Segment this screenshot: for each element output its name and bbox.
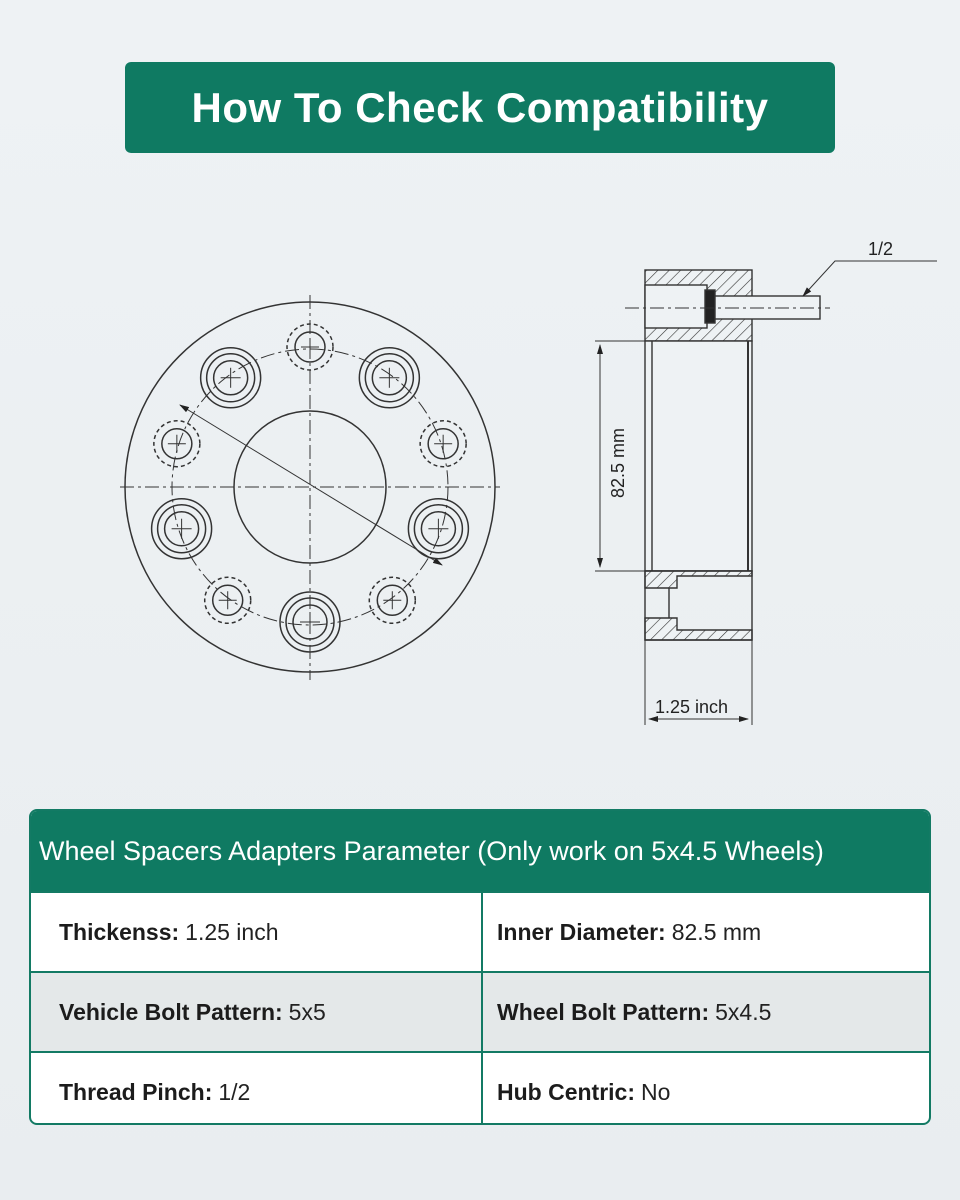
parameter-table: Wheel Spacers Adapters Parameter (Only w… xyxy=(29,809,931,1125)
param-value: 5x5 xyxy=(288,998,326,1025)
lug-hole xyxy=(161,427,193,460)
table-cell: Thickenss:1.25 inch xyxy=(31,893,481,971)
lug-hole xyxy=(376,584,409,617)
stud-hole xyxy=(156,503,207,554)
table-cell: Inner Diameter:82.5 mm xyxy=(481,893,929,971)
table-cell: Hub Centric:No xyxy=(481,1053,929,1123)
stud xyxy=(371,360,408,396)
stud-hole-outer xyxy=(407,497,470,560)
table-row: Vehicle Bolt Pattern:5x5 Wheel Bolt Patt… xyxy=(31,971,929,1051)
lug-hole-dashed xyxy=(419,419,467,468)
lug-hole-dashed xyxy=(203,576,252,625)
stud xyxy=(212,360,249,396)
stud-hole-outer xyxy=(199,347,262,409)
stud xyxy=(292,604,328,640)
stud xyxy=(163,510,200,547)
table-cell: Vehicle Bolt Pattern:5x5 xyxy=(31,973,481,1051)
param-label: Inner Diameter: xyxy=(497,918,666,945)
table-header: Wheel Spacers Adapters Parameter (Only w… xyxy=(31,811,929,891)
lug-hole-dashed xyxy=(368,576,417,625)
param-value: 1/2 xyxy=(218,1078,251,1105)
lug-hole xyxy=(427,427,459,460)
param-value: 82.5 mm xyxy=(671,918,762,945)
param-label: Wheel Bolt Pattern: xyxy=(497,998,710,1025)
lug-hole xyxy=(294,331,326,363)
param-label: Thickenss: xyxy=(59,918,180,945)
table-cell: Wheel Bolt Pattern:5x4.5 xyxy=(481,973,929,1051)
technical-drawing: 1/2 82.5 mm 1.25 inch xyxy=(120,239,937,725)
lug-hole-dashed xyxy=(153,419,201,468)
table-cell: Thread Pinch:1/2 xyxy=(31,1053,481,1123)
stud-hole-outer xyxy=(279,591,341,653)
thickness-label: 1.25 inch xyxy=(655,697,728,717)
table-row: Thread Pinch:1/2 Hub Centric:No xyxy=(31,1051,929,1123)
diameter-dimension xyxy=(179,404,443,566)
stud-hole xyxy=(285,597,335,647)
param-label: Vehicle Bolt Pattern: xyxy=(59,998,283,1025)
param-value: 5x4.5 xyxy=(715,998,772,1025)
stud-hole-outer xyxy=(358,347,421,409)
side-view xyxy=(595,260,937,725)
stud-hole-outer xyxy=(150,497,213,560)
param-value: No xyxy=(641,1078,671,1105)
page-title: How To Check Compatibility xyxy=(125,62,835,153)
inner-diameter-label: 82.5 mm xyxy=(608,428,628,498)
lug-hole xyxy=(211,584,244,617)
stud-hole xyxy=(413,503,464,554)
front-view xyxy=(120,295,500,680)
thread-size-label: 1/2 xyxy=(868,239,893,259)
param-label: Thread Pinch: xyxy=(59,1078,213,1105)
stud-hole xyxy=(364,353,415,403)
lug-hole-dashed xyxy=(286,323,334,371)
param-label: Hub Centric: xyxy=(497,1078,635,1105)
stud xyxy=(420,510,457,547)
table-row: Thickenss:1.25 inch Inner Diameter:82.5 … xyxy=(31,891,929,971)
stud-hole xyxy=(205,353,256,403)
param-value: 1.25 inch xyxy=(185,918,279,945)
